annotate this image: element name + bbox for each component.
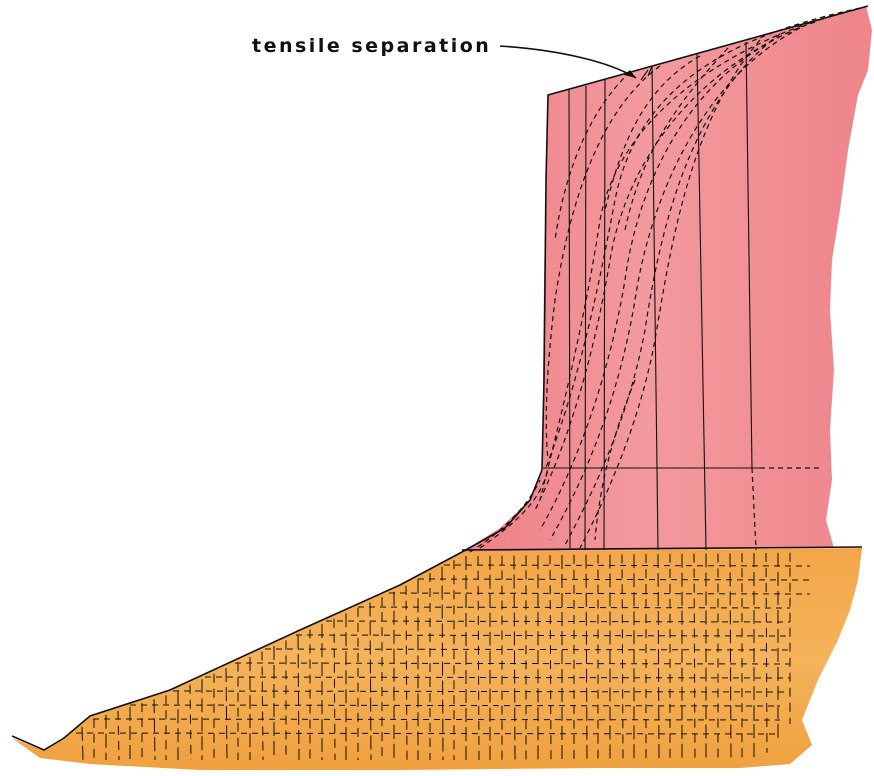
vertical-joints-upper bbox=[568, 41, 757, 551]
joint-line bbox=[441, 566, 444, 761]
bedding-line bbox=[388, 592, 811, 595]
joint-line bbox=[297, 634, 300, 761]
vertical-joints-lower bbox=[81, 552, 791, 761]
bedding-line bbox=[295, 634, 791, 637]
joint-line bbox=[621, 554, 624, 761]
joint-line bbox=[513, 555, 516, 761]
bedding-line bbox=[204, 676, 791, 679]
joint-line bbox=[225, 668, 228, 761]
joint-line bbox=[657, 554, 660, 761]
bedding-line bbox=[129, 704, 781, 707]
tensile-separation-label: tensile separation bbox=[252, 35, 491, 57]
joint-line bbox=[477, 555, 480, 761]
dashed-slip-surfaces bbox=[469, 7, 861, 553]
joint-line bbox=[729, 553, 732, 761]
bedding-line bbox=[172, 690, 791, 693]
joint-line bbox=[549, 555, 552, 761]
ground-surface-line bbox=[11, 5, 869, 751]
label-leader-line bbox=[499, 45, 637, 79]
bedding-line bbox=[75, 732, 781, 735]
bedding-line bbox=[234, 662, 791, 665]
unit-contact-line bbox=[461, 546, 863, 551]
joint-line bbox=[153, 699, 156, 761]
joint-line bbox=[81, 726, 84, 761]
bedding-line bbox=[92, 718, 781, 721]
joint-line bbox=[333, 618, 336, 761]
joint-line bbox=[189, 684, 192, 761]
bedding-planes-lower bbox=[75, 564, 811, 735]
joint-line bbox=[369, 602, 372, 761]
joint-line bbox=[261, 651, 264, 761]
leader-arrowhead bbox=[624, 70, 636, 78]
bedding-line bbox=[325, 620, 791, 623]
tensile-crack-marks bbox=[640, 65, 653, 81]
joint-line bbox=[693, 553, 696, 761]
joint-line bbox=[585, 554, 588, 761]
lower-slope-unit bbox=[12, 548, 862, 770]
upper-rock-unit bbox=[462, 6, 872, 552]
